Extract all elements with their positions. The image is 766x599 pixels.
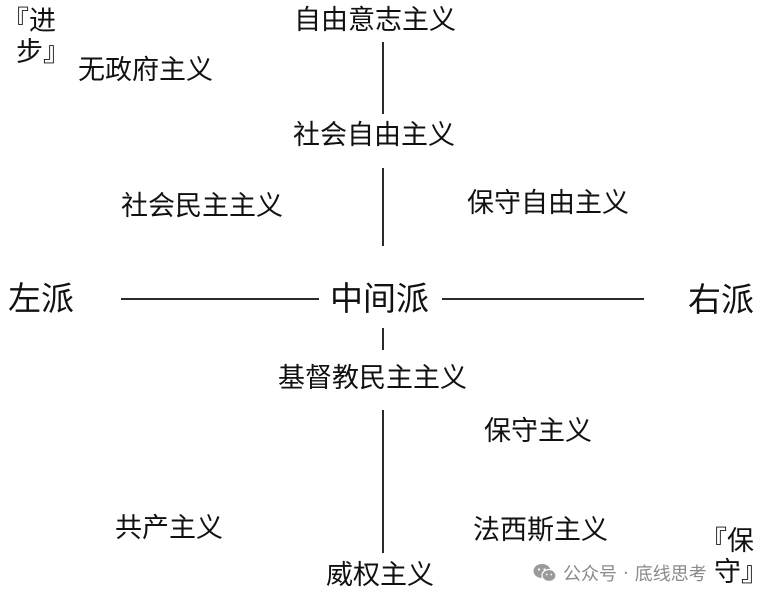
vertical-axis-segment-1: [382, 42, 384, 114]
vertical-axis-segment-3: [382, 328, 384, 350]
watermark: 公众号 · 底线思考: [533, 560, 707, 586]
label-anarchism: 无政府主义: [78, 55, 213, 86]
corner-conservative: 『保 守』: [700, 526, 766, 588]
corner-conservative-line2: 守』: [714, 557, 766, 589]
watermark-account: 底线思考: [634, 564, 707, 585]
corner-progressive-line2: 步』: [16, 37, 70, 69]
label-conservative-liberalism: 保守自由主义: [467, 188, 629, 219]
horizontal-axis-left: [121, 298, 319, 300]
axis-left-label: 左派: [8, 279, 74, 318]
watermark-platform: 公众号: [563, 564, 617, 585]
vertical-axis-segment-2: [382, 168, 384, 246]
corner-conservative-line1: 『保: [700, 526, 754, 557]
axis-right-label: 右派: [688, 280, 754, 319]
horizontal-axis-right: [442, 298, 644, 300]
label-communism: 共产主义: [115, 513, 223, 544]
wechat-icon: [533, 563, 557, 583]
corner-progressive: 『进 步』: [2, 6, 70, 68]
label-social-liberalism: 社会自由主义: [293, 120, 455, 151]
vertical-axis-segment-4: [382, 410, 384, 553]
watermark-separator: ·: [623, 562, 629, 584]
label-conservatism: 保守主义: [484, 416, 592, 447]
axis-center-label: 中间派: [330, 279, 429, 318]
label-authoritarianism: 威权主义: [326, 560, 434, 591]
label-christian-democracy: 基督教民主主义: [278, 363, 467, 394]
label-social-democracy: 社会民主主义: [121, 191, 283, 222]
label-fascism: 法西斯主义: [473, 515, 608, 546]
corner-progressive-line1: 『进: [2, 6, 56, 37]
label-libertarianism: 自由意志主义: [294, 5, 456, 36]
